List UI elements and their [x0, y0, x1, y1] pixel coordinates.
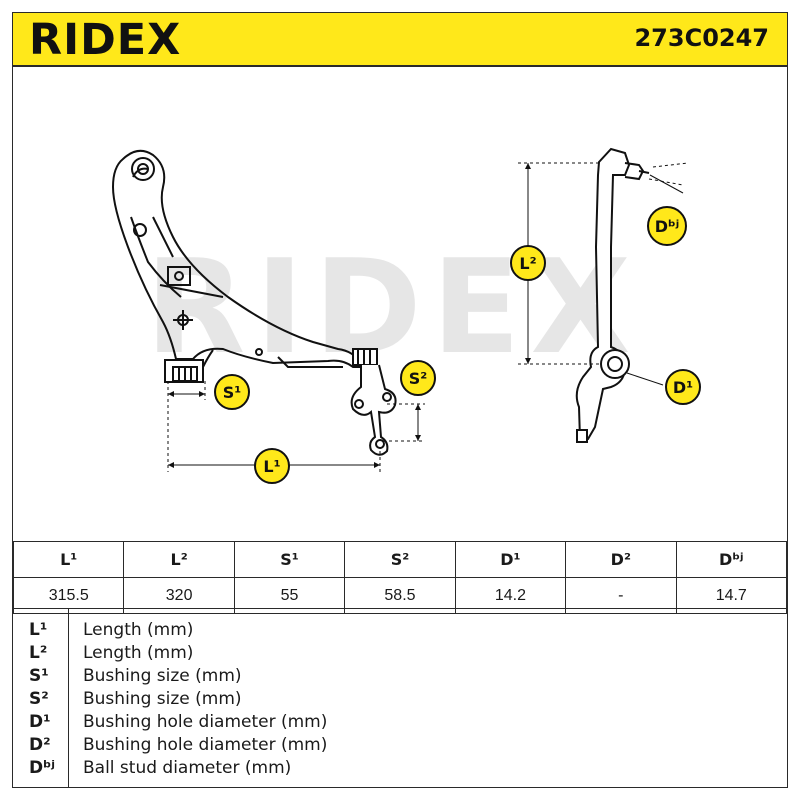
legend-symbol: L² [29, 643, 48, 663]
legend-text: Bushing size (mm) [83, 689, 242, 709]
technical-drawing: RIDEX [111, 147, 701, 484]
spec-header-dbj: Dᵇʲ [675, 541, 788, 578]
callout-l2: L² [510, 245, 546, 281]
legend-symbol: D¹ [29, 712, 51, 732]
legend: L¹ Length (mm) L² Length (mm) S¹ Bushing… [13, 608, 787, 788]
legend-item: L¹ Length (mm) [13, 620, 787, 643]
svg-text:S²: S² [409, 369, 428, 388]
watermark: RIDEX [145, 231, 640, 383]
legend-item: L² Length (mm) [13, 643, 787, 666]
legend-item: D¹ Bushing hole diameter (mm) [13, 712, 787, 735]
legend-text: Bushing hole diameter (mm) [83, 735, 328, 755]
legend-item: S¹ Bushing size (mm) [13, 666, 787, 689]
header-bar: RIDEX 273C0247 [12, 12, 788, 66]
control-arm-side-view [575, 147, 650, 443]
svg-text:D¹: D¹ [673, 378, 693, 397]
legend-symbol: D² [29, 735, 51, 755]
callout-l1: L¹ [254, 448, 290, 484]
legend-item: D² Bushing hole diameter (mm) [13, 735, 787, 758]
spec-header-s2: S² [344, 541, 456, 578]
content-frame [12, 66, 788, 788]
spec-header-row: L¹ L² S¹ S² D¹ D² Dᵇʲ [12, 541, 788, 578]
legend-item: S² Bushing size (mm) [13, 689, 787, 712]
control-arm-front-view [111, 149, 397, 456]
spec-header-l1: L¹ [12, 541, 125, 578]
spec-header-d2: D² [565, 541, 677, 578]
ridex-logo: RIDEX [29, 15, 182, 65]
arrowheads-side [525, 163, 531, 364]
svg-text:L¹: L¹ [263, 457, 280, 476]
spec-value-s1: 55 [233, 577, 346, 614]
legend-symbol: L¹ [29, 620, 48, 640]
spec-value-d2: - [565, 577, 677, 614]
part-number: 273C0247 [634, 24, 769, 52]
spec-header-l2: L² [123, 541, 235, 578]
legend-symbol: Dᵇʲ [29, 758, 55, 778]
svg-text:Dᵇʲ: Dᵇʲ [655, 217, 679, 236]
spec-value-l1: 315.5 [12, 577, 125, 614]
legend-text: Bushing hole diameter (mm) [83, 712, 328, 732]
svg-text:L²: L² [519, 254, 536, 273]
spec-value-row: 315.5 320 55 58.5 14.2 - 14.7 [12, 577, 788, 614]
legend-item: Dᵇʲ Ball stud diameter (mm) [13, 758, 787, 781]
callout-s2: S² [400, 360, 436, 396]
legend-text: Ball stud diameter (mm) [83, 758, 292, 778]
legend-text: Length (mm) [83, 643, 194, 663]
callout-d1: D¹ [665, 369, 701, 405]
legend-divider [68, 609, 69, 788]
svg-text:S¹: S¹ [223, 383, 242, 402]
legend-symbol: S¹ [29, 666, 49, 686]
arrowheads-front [168, 391, 421, 468]
callout-dbj: Dᵇʲ [647, 206, 687, 246]
legend-text: Length (mm) [83, 620, 194, 640]
spec-value-l2: 320 [123, 577, 235, 614]
legend-symbol: S² [29, 689, 49, 709]
spec-header-s1: S¹ [233, 541, 346, 578]
spec-value-dbj: 14.7 [675, 577, 788, 614]
callout-s1: S¹ [214, 374, 250, 410]
spec-table: L¹ L² S¹ S² D¹ D² Dᵇʲ 315.5 320 55 58.5 … [12, 541, 788, 614]
spec-header-d1: D¹ [454, 541, 567, 578]
legend-text: Bushing size (mm) [83, 666, 242, 686]
spec-value-s2: 58.5 [344, 577, 456, 614]
